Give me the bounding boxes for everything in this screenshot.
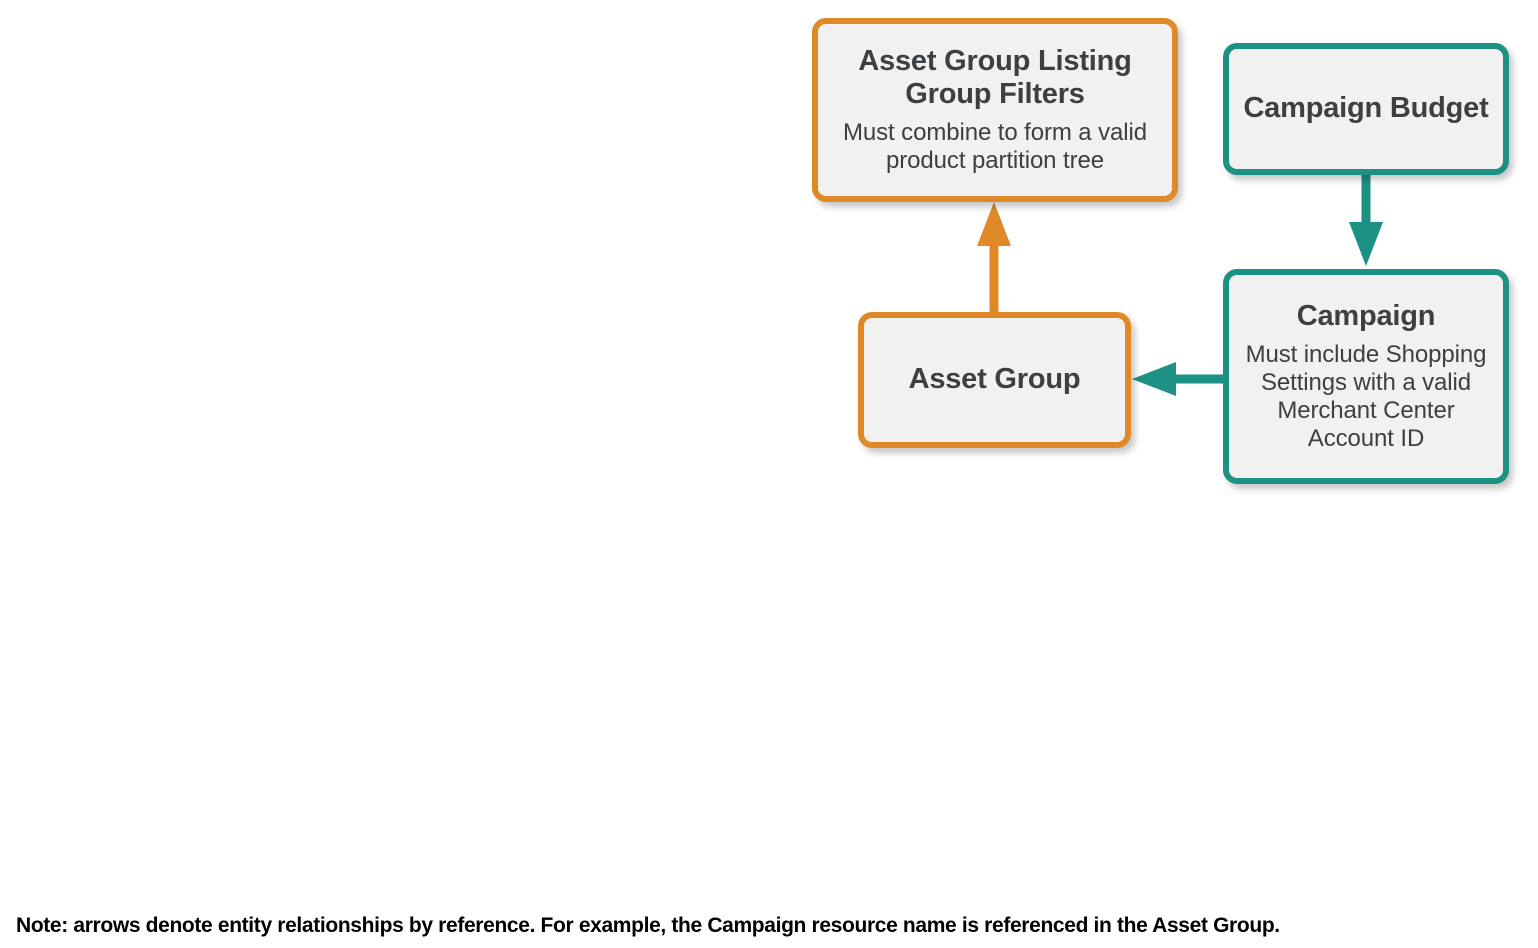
diagram-note: Note: arrows denote entity relationships… xyxy=(16,914,1280,937)
node-asset-group-listing-group-filters[interactable]: Asset Group Listing Group Filters Must c… xyxy=(812,18,1178,202)
node-asset-group[interactable]: Asset Group xyxy=(858,312,1131,448)
edge-campaign-budget-to-campaign xyxy=(1349,175,1383,266)
node-subtitle-asset-group-listing-group-filters: Must combine to form a valid product par… xyxy=(843,119,1147,175)
node-title-campaign-budget: Campaign Budget xyxy=(1243,92,1489,125)
node-title-asset-group: Asset Group xyxy=(908,363,1081,396)
arrowhead-down-teal-icon xyxy=(1349,222,1383,266)
edge-asset-group-to-listing-group-filters xyxy=(977,202,1011,312)
node-campaign-budget[interactable]: Campaign Budget xyxy=(1223,43,1509,175)
arrowhead-left-teal-icon xyxy=(1132,362,1176,396)
node-title-campaign: Campaign xyxy=(1296,299,1436,332)
node-subtitle-campaign: Must include Shopping Settings with a va… xyxy=(1245,340,1487,453)
node-title-asset-group-listing-group-filters: Asset Group Listing Group Filters xyxy=(858,44,1132,111)
arrowhead-up-orange-icon xyxy=(977,202,1011,246)
node-campaign[interactable]: Campaign Must include Shopping Settings … xyxy=(1223,269,1509,484)
edge-campaign-to-asset-group xyxy=(1132,362,1223,396)
